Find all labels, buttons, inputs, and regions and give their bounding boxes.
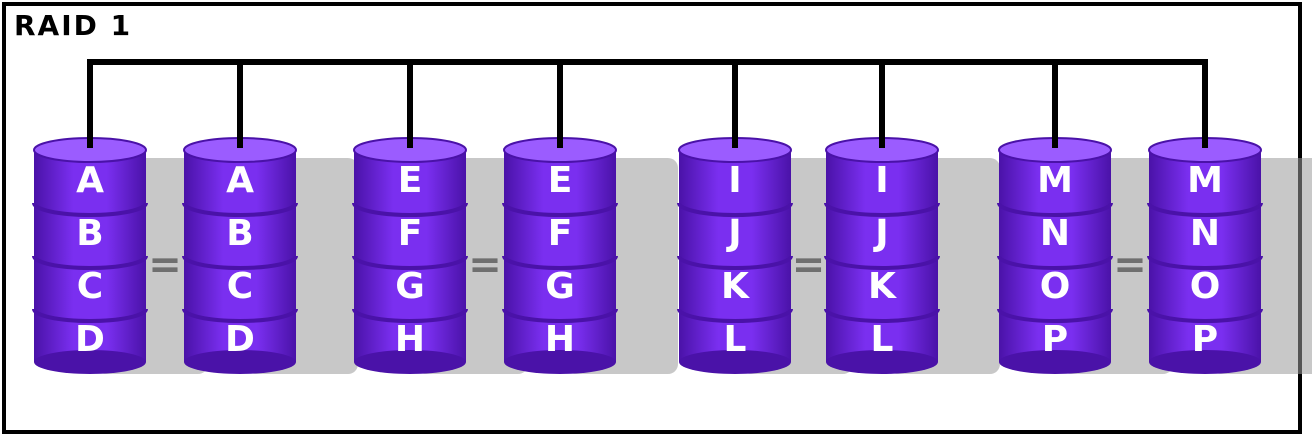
- disk-body: [826, 150, 938, 362]
- disk-separator: [182, 255, 298, 270]
- disk-body: [34, 150, 146, 362]
- block-label: A: [226, 160, 254, 201]
- block-label: H: [545, 319, 575, 360]
- disk-bottom: [34, 350, 146, 374]
- block-label: P: [1192, 319, 1218, 360]
- block-label: G: [545, 266, 575, 307]
- disk-body: [184, 150, 296, 362]
- disk-separator: [1147, 255, 1263, 270]
- disk-bottom: [826, 350, 938, 374]
- block-label: E: [398, 160, 423, 201]
- disk-separator: [677, 255, 793, 270]
- block-label: L: [724, 319, 747, 360]
- block-label: D: [225, 319, 255, 360]
- disk-bottom: [999, 350, 1111, 374]
- diagram-title: RAID 1: [14, 9, 133, 42]
- block-label: O: [1190, 266, 1221, 307]
- block-label: B: [226, 213, 253, 254]
- disk-separator: [997, 255, 1113, 270]
- disk-bottom: [1149, 350, 1261, 374]
- block-label: K: [721, 266, 750, 307]
- disk-separator: [677, 308, 793, 323]
- block-label: N: [1190, 213, 1220, 254]
- disk-separator: [997, 308, 1113, 323]
- block-label: M: [1037, 160, 1073, 201]
- block-label: C: [227, 266, 253, 307]
- disk-body: [504, 150, 616, 362]
- block-label: F: [398, 213, 423, 254]
- disk-separator: [824, 308, 940, 323]
- disk-separator: [352, 255, 468, 270]
- disk-separator: [824, 202, 940, 217]
- disk-separator: [352, 308, 468, 323]
- block-label: L: [871, 319, 894, 360]
- block-label: I: [875, 160, 888, 201]
- block-label: A: [76, 160, 104, 201]
- disk-body: [679, 150, 791, 362]
- block-label: B: [76, 213, 103, 254]
- disk-separator: [352, 202, 468, 217]
- block-label: J: [725, 213, 741, 254]
- equals-sign: =: [792, 242, 826, 288]
- disk-bottom: [504, 350, 616, 374]
- block-label: F: [548, 213, 573, 254]
- disk-bottom: [679, 350, 791, 374]
- disk-separator: [1147, 308, 1263, 323]
- block-label: C: [77, 266, 103, 307]
- block-label: D: [75, 319, 105, 360]
- block-label: G: [395, 266, 425, 307]
- disk-body: [1149, 150, 1261, 362]
- disk-separator: [502, 308, 618, 323]
- disk-bottom: [354, 350, 466, 374]
- block-label: M: [1187, 160, 1223, 201]
- disk-body: [999, 150, 1111, 362]
- disk-separator: [997, 202, 1113, 217]
- disk-separator: [677, 202, 793, 217]
- disk-separator: [502, 202, 618, 217]
- disk-separator: [32, 202, 148, 217]
- disk-body: [354, 150, 466, 362]
- disk-separator: [32, 255, 148, 270]
- disk-separator: [1147, 202, 1263, 217]
- equals-sign: =: [148, 242, 182, 288]
- disk-separator: [502, 255, 618, 270]
- equals-sign: =: [468, 242, 502, 288]
- disk-separator: [182, 202, 298, 217]
- disk-separator: [824, 255, 940, 270]
- block-label: E: [548, 160, 573, 201]
- block-label: N: [1040, 213, 1070, 254]
- disk-bottom: [184, 350, 296, 374]
- block-label: I: [728, 160, 741, 201]
- block-label: O: [1040, 266, 1071, 307]
- block-label: H: [395, 319, 425, 360]
- disk-separator: [32, 308, 148, 323]
- equals-sign: =: [1113, 242, 1147, 288]
- block-label: K: [868, 266, 897, 307]
- block-label: J: [872, 213, 888, 254]
- block-label: P: [1042, 319, 1068, 360]
- disk-separator: [182, 308, 298, 323]
